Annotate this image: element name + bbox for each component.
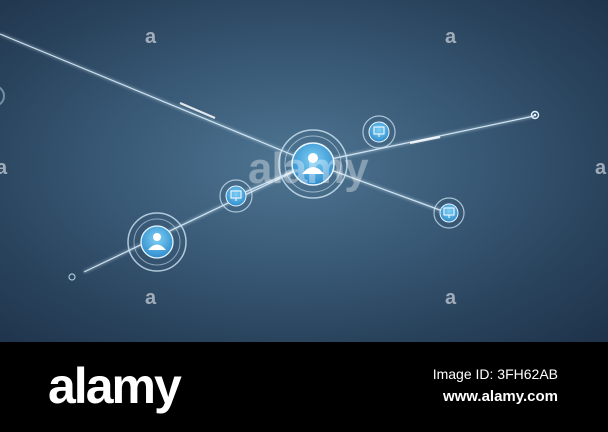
line-glint [409,135,441,145]
small-node-2 [362,115,396,149]
video-frame: a a a a a a alamy [0,0,608,342]
watermark-mark: a [445,287,457,309]
center-node [278,129,348,199]
network-illustration [0,33,540,281]
site-url: www.alamy.com [442,388,558,405]
monitor-icon [373,126,385,137]
stock-footer: alamy Image ID: 3FH62AB www.alamy.com [0,342,608,432]
monitor-icon [443,207,455,218]
line-glint [179,101,216,120]
small-node-1 [219,179,253,213]
endpoint-marker [530,110,540,120]
watermark-mark: a [0,157,8,179]
watermark-mark: a [445,26,457,48]
link-line [311,162,449,214]
small-node-3 [433,197,465,229]
edge-arc [0,86,5,106]
image-id: Image ID: 3FH62AB [432,366,558,382]
watermark-mark: a [145,26,157,48]
watermark-mark: a [145,287,157,309]
watermark-mark: a [595,157,607,179]
person-icon [148,233,166,250]
watermark-center: alamy [248,144,369,193]
left-node [127,212,187,272]
monitor-icon [230,190,242,201]
link-line [0,33,313,164]
brand-logo: alamy [48,358,182,414]
person-icon [302,153,324,174]
endpoint-marker [68,273,76,281]
link-line [83,162,313,273]
